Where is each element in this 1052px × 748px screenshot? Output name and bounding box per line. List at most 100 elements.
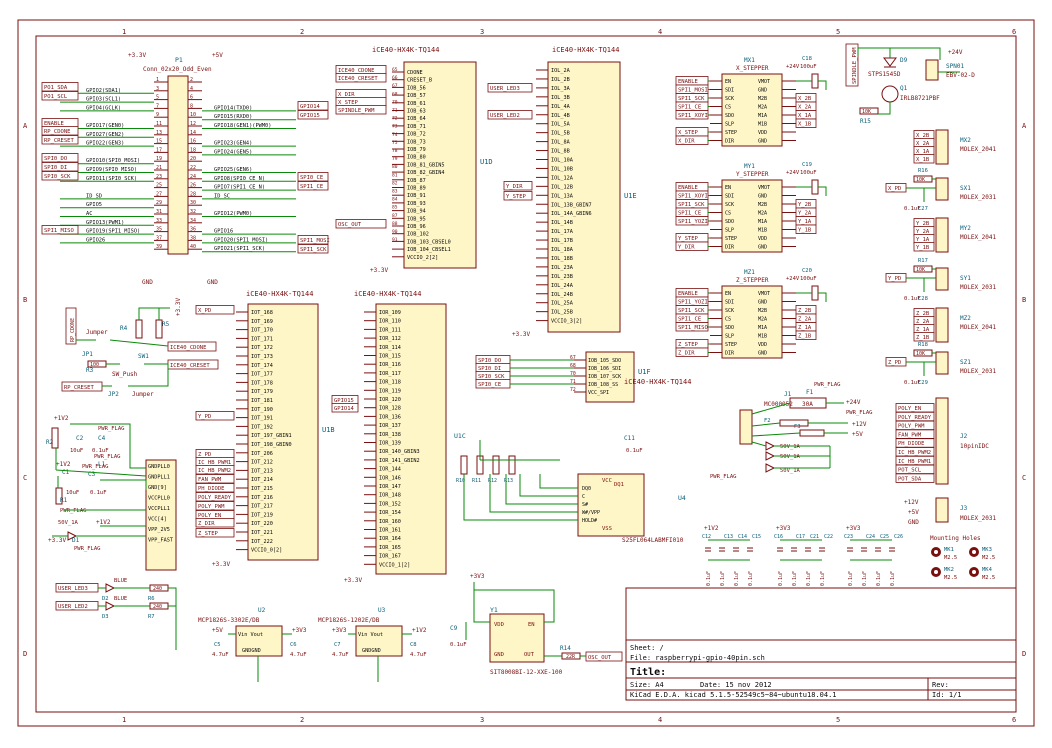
- p1-connector[interactable]: P1 Conn_02x20_Odd_Even +3.3V +5V 1357911…: [128, 52, 223, 286]
- net-5v: +5V: [852, 431, 863, 438]
- stepper-cap-symbol: [811, 73, 819, 89]
- p1-left-pin-number: 7: [156, 103, 159, 109]
- pullup-ref: R13: [504, 478, 513, 484]
- u1b-left-body: [247, 303, 319, 561]
- p1-right-net: GPIO7(SPI1_CE_N): [214, 185, 265, 191]
- u1b-right-pin-name: IOR_111: [379, 327, 401, 333]
- regulator-cap-in-value: 4.7uF: [212, 652, 229, 658]
- stepper-ref: MX1: [744, 57, 755, 64]
- connector-r-value: 10K: [916, 177, 925, 183]
- p1-left-pin-number: 15: [156, 139, 162, 145]
- connector-c-value: 0.1uF: [904, 296, 921, 302]
- stepper-right-pin-name: M1B: [758, 228, 767, 234]
- stepper-right-label: X_1A: [798, 113, 812, 119]
- u1b-right-pin-name: IOR_109: [379, 310, 401, 316]
- stepper-my1[interactable]: MY1Y_STEPPERENSDISCKCSSDOSLPSTEPDIRVMOTG…: [675, 162, 827, 253]
- p1-right-pin-number: 14: [190, 130, 196, 136]
- config-section[interactable]: RP_CDONE Jumper JP1 R4 R5 +3.3V ICE40_CD…: [61, 298, 219, 398]
- u1b-left-pin-name: IOT_174: [251, 363, 273, 369]
- stepper-left-label: Y_STEP: [678, 236, 699, 242]
- y1-body: [489, 613, 545, 663]
- u1e-label: Y_DIR: [506, 184, 523, 190]
- stepper-right-pin-name: M2A: [758, 211, 767, 217]
- u1d-pin-name: IOB_73: [407, 139, 426, 145]
- y1-oscillator[interactable]: +3V3 Y1 VDD EN GND OUT SIT8008BI-12-XXE-…: [450, 573, 623, 676]
- decoupling-cap-ref: C24: [866, 534, 875, 540]
- u1d-pin-name: IOB_72: [407, 132, 426, 138]
- jp1-ref: JP1: [82, 351, 93, 358]
- p1-right-pin-number: 6: [190, 95, 193, 101]
- u1b-right-pin-name: IOR_112: [379, 336, 401, 342]
- u1b-right-pin-name: IOR_117: [379, 371, 401, 377]
- p1-right-label: GPIO15: [300, 113, 320, 119]
- r3-value: 100: [90, 362, 99, 368]
- diode-value-1: 50V_1A: [780, 444, 801, 450]
- u1b-right-pin-name: IOR_119: [379, 388, 401, 394]
- u1b-left-label-box: [195, 411, 235, 421]
- u1d-block[interactable]: iCE40-HX4K-TQ144 U1D CDONECRESET_BIOB_56…: [370, 46, 493, 274]
- stepper-right-pin-name: VDD: [758, 342, 767, 348]
- pwr-flag-1: PWR_FLAG: [814, 382, 841, 388]
- stepper-left-label: SPI1_CE: [678, 317, 701, 323]
- connector-c-value: 0.1uF: [904, 206, 921, 212]
- ice40-cdone-box: [167, 341, 217, 352]
- pll-c3-value: 0.1uF: [90, 490, 107, 496]
- regulator-body: [235, 625, 283, 657]
- stepper-mx1[interactable]: MX1X_STEPPERENSDISCKCSSDOSLPSTEPDIRVMOTG…: [675, 56, 827, 147]
- connector-label-box: [913, 242, 935, 252]
- u1b-right-block[interactable]: iCE40-HX4K-TQ144 IOR_109IOR_110IOR_111IO…: [344, 290, 447, 584]
- stepper-left-pin-name: SDO: [725, 113, 734, 119]
- regulator-in: +3V3: [332, 627, 347, 634]
- j3-connector[interactable]: J3 MOLEX_2031 +12V +5V GND: [904, 497, 997, 526]
- power-input[interactable]: J1 MC000052 F1 30A F2 F3 +24V +12V +5V P…: [710, 382, 873, 480]
- u1a-body: [145, 459, 177, 571]
- u1b-right-pin-name: IOR_167: [379, 554, 401, 560]
- u1b-left-label: Z_DIR: [198, 521, 215, 527]
- decoupling-cap-value: 0.1uF: [706, 571, 712, 586]
- stepper-right-pin-name: GND: [758, 88, 767, 94]
- j2-label: POLY_EN: [898, 406, 921, 412]
- u4-pin-name: S#: [582, 502, 588, 508]
- p1-right-pin-number: 28: [190, 191, 196, 197]
- p1-right-pin-number: 26: [190, 183, 196, 189]
- u1d-pin-number: 91: [392, 237, 398, 243]
- connector-label: X_2B: [916, 133, 930, 139]
- pll-power-block[interactable]: GNDPLL0GNDPLL1GND[9]VCCPLL0VCCPLL1VCC[4]…: [46, 415, 177, 571]
- u1a-pin-name: GNDPLL1: [148, 475, 170, 481]
- decoupling-cap-value: 0.1uF: [848, 571, 854, 586]
- u4-flash[interactable]: U1C U4 S25FL064LABMFI010 DQ0CS#W#/VPPHOL…: [454, 432, 686, 544]
- decoupling-rail: [708, 539, 750, 561]
- pullup-resistor: [508, 455, 516, 475]
- regulator-wire: [228, 633, 292, 682]
- stepper-right-pin-name: M2B: [758, 202, 767, 208]
- stepper-left-pin-name: SLP: [725, 334, 734, 340]
- u1e-block[interactable]: iCE40-HX4K-TQ144 U1E IOL_2AIOL_2BIOL_3AI…: [512, 46, 637, 338]
- u1b-left-block[interactable]: iCE40-HX4K-TQ144 U1B IOT_168IOT_169IOT_1…: [212, 290, 335, 568]
- u4-body: [577, 473, 645, 537]
- r15-ref: R15: [860, 118, 871, 125]
- stepper-mz1[interactable]: MZ1Z_STEPPERENSDISCKCSSDOSLPSTEPDIRVMOTG…: [675, 268, 827, 359]
- stepper-power: +24V: [786, 64, 800, 70]
- u1c-ref: U1C: [454, 432, 466, 440]
- u1d-label-box: [335, 219, 387, 229]
- spindle-driver[interactable]: SPINDLE_PWM D9 STPS1545D Q1 IRLB8721PBF …: [845, 43, 975, 125]
- stepper-cap-wire: [796, 186, 827, 196]
- j2-label: POT_SCL: [898, 468, 922, 474]
- u1b-left-label-box: [195, 492, 235, 502]
- pll-l1: L1: [98, 461, 106, 468]
- row-b: B: [23, 296, 27, 304]
- j2-connector[interactable]: J2 10pinIDC POLY_ENPOLY_READYPOLY_PWMFAN…: [895, 397, 989, 485]
- sw1-ref: SW1: [138, 353, 149, 360]
